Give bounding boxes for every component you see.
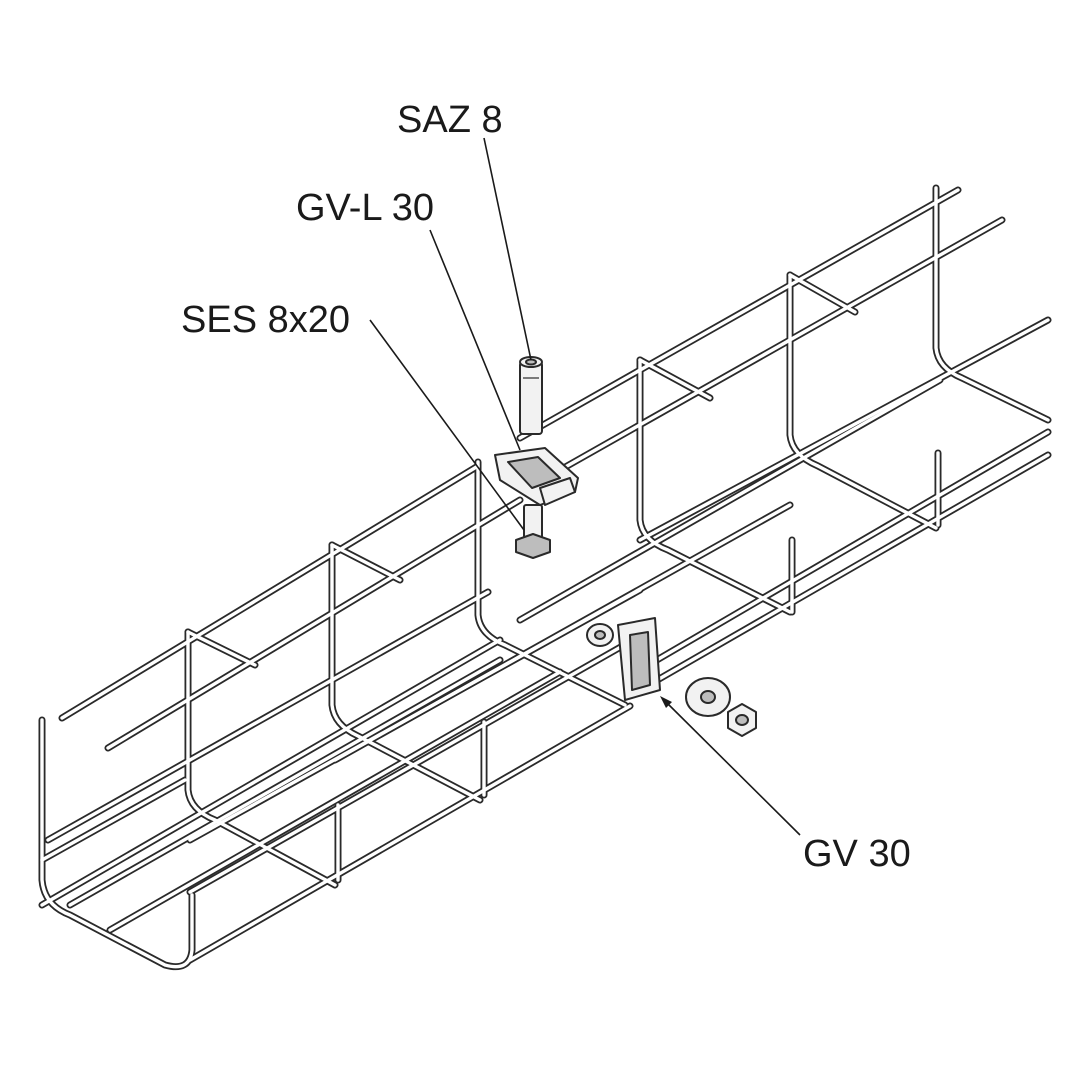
- ses-bolt: [515, 504, 551, 559]
- gvl-connector-bracket: [494, 447, 579, 506]
- leader-saz: [483, 137, 532, 361]
- label-gv-30: GV 30: [803, 833, 911, 875]
- hex-nut: [727, 703, 757, 737]
- label-ses-8x20: SES 8x20: [181, 299, 350, 341]
- leader-ses: [369, 319, 525, 531]
- leader-gv-arrowhead: [660, 696, 672, 708]
- gv-side-connector: [586, 617, 661, 701]
- leader-gv: [663, 699, 801, 836]
- washer: [685, 677, 731, 717]
- label-gv-l-30: GV-L 30: [296, 187, 434, 229]
- saz-threaded-coupler: [519, 356, 543, 435]
- leader-gvl: [429, 229, 521, 451]
- label-saz-8: SAZ 8: [397, 99, 503, 141]
